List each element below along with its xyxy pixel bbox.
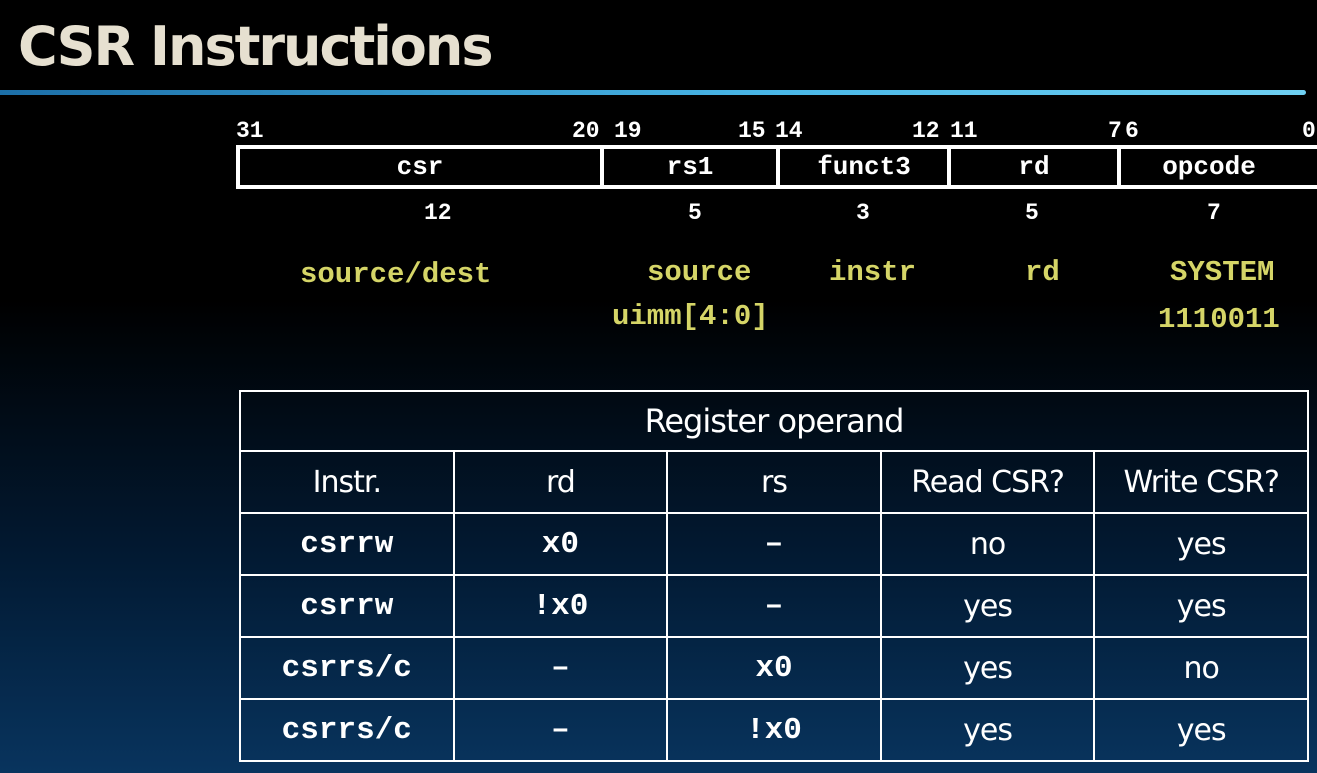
cell-instr: csrrs/c (239, 636, 455, 700)
bit-15: 15 (738, 118, 766, 144)
field-divider (947, 149, 951, 185)
cell-write-csr: yes (1093, 574, 1309, 638)
cell-write-csr: yes (1093, 512, 1309, 576)
bit-12: 12 (912, 118, 940, 144)
field-funct3: funct3 (817, 152, 911, 182)
cell-rs: !x0 (666, 698, 882, 762)
cell-rd: x0 (452, 512, 669, 576)
slide-title: CSR Instructions (18, 15, 493, 78)
column-header-rd: rd (452, 450, 669, 514)
width-csr: 12 (424, 200, 452, 226)
register-operand-table: Register operand Instr. rd rs Read CSR? … (239, 390, 1309, 762)
column-header-rs: rs (666, 450, 882, 514)
desc-opcode-bits: 1110011 (1158, 303, 1280, 336)
cell-write-csr: yes (1093, 698, 1309, 762)
bit-19: 19 (614, 118, 642, 144)
field-csr: csr (396, 152, 444, 182)
field-rs1: rs1 (666, 152, 714, 182)
width-rs1: 5 (688, 200, 702, 226)
width-rd: 5 (1025, 200, 1039, 226)
field-divider (776, 149, 780, 185)
table-header-row: Instr. rd rs Read CSR? Write CSR? (239, 450, 1309, 514)
table-row: csrrs/c – !x0 yes yes (239, 698, 1309, 762)
width-opcode: 7 (1207, 200, 1221, 226)
table-row: csrrs/c – x0 yes no (239, 636, 1309, 700)
cell-instr: csrrw (239, 512, 455, 576)
cell-rd: – (452, 636, 669, 700)
bit-7: 7 (1108, 118, 1122, 144)
bit-0: 0 (1302, 118, 1316, 144)
cell-read-csr: yes (879, 574, 1096, 638)
table-row: csrrw !x0 – yes yes (239, 574, 1309, 638)
field-divider (1117, 149, 1121, 185)
field-divider (600, 149, 604, 185)
cell-read-csr: no (879, 512, 1096, 576)
bit-14: 14 (775, 118, 803, 144)
table-row: csrrw x0 – no yes (239, 512, 1309, 576)
cell-instr: csrrw (239, 574, 455, 638)
desc-rs1-uimm: uimm[4:0] (612, 300, 769, 333)
field-rd: rd (1018, 152, 1050, 182)
width-funct3: 3 (856, 200, 870, 226)
desc-rs1-source: source (647, 256, 752, 289)
column-header-instr: Instr. (239, 450, 455, 514)
title-underline (0, 90, 1306, 95)
desc-opcode-system: SYSTEM (1170, 256, 1275, 289)
cell-rd: !x0 (452, 574, 669, 638)
cell-write-csr: no (1093, 636, 1309, 700)
table-title: Register operand (239, 390, 1309, 452)
cell-rs: – (666, 574, 882, 638)
cell-rd: – (452, 698, 669, 762)
desc-funct3: instr (829, 256, 917, 289)
cell-rs: – (666, 512, 882, 576)
cell-instr: csrrs/c (239, 698, 455, 762)
column-header-read-csr: Read CSR? (879, 450, 1096, 514)
column-header-write-csr: Write CSR? (1093, 450, 1309, 514)
desc-csr: source/dest (300, 258, 492, 291)
cell-read-csr: yes (879, 636, 1096, 700)
bit-11: 11 (950, 118, 978, 144)
bit-6: 6 (1125, 118, 1139, 144)
cell-rs: x0 (666, 636, 882, 700)
instruction-format-box: csr rs1 funct3 rd opcode (236, 145, 1317, 189)
field-opcode: opcode (1162, 152, 1256, 182)
desc-rd: rd (1025, 256, 1060, 289)
bit-20: 20 (572, 118, 600, 144)
bit-31: 31 (236, 118, 264, 144)
cell-read-csr: yes (879, 698, 1096, 762)
